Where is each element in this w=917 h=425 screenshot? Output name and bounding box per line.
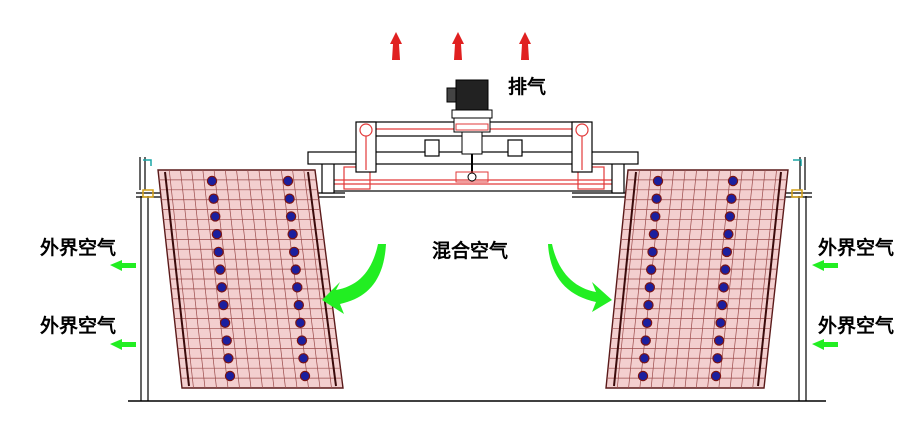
spray-nozzle-icon: [298, 353, 309, 364]
fill-grid-line: [639, 169, 663, 389]
fill-grid-line: [191, 169, 217, 389]
outside-air-label-right-upper: 外界空气: [818, 237, 895, 259]
spray-nozzle-icon: [727, 175, 739, 187]
spray-nozzle-icon: [208, 193, 219, 204]
fill-grid-line: [684, 169, 709, 389]
spray-nozzle-icon: [218, 299, 229, 311]
red-up-arrow-icon: [519, 32, 531, 60]
spray-nozzle-icon: [644, 282, 656, 293]
fill-grid-line: [707, 169, 732, 389]
spray-nozzle-icon: [288, 246, 300, 258]
spray-nozzle-icon: [287, 228, 298, 240]
green-curved-arrow-icon: [548, 244, 612, 312]
fill-grid-line: [269, 169, 298, 389]
mixed-air-label: 混合空气: [432, 240, 509, 262]
inflow-arrows: [110, 260, 838, 350]
green-left-arrow-icon: [110, 339, 136, 350]
spray-nozzle-icon: [224, 370, 236, 382]
fill-grid-line: [258, 169, 286, 389]
mixed-flow-arrows: [322, 244, 612, 314]
spray-nozzle-icon: [724, 211, 736, 222]
fill-grid-line: [616, 169, 640, 389]
spray-nozzle-icon: [641, 317, 653, 329]
outside-air-label-left-upper: 外界空气: [40, 237, 117, 259]
spray-nozzle-icon: [284, 193, 295, 204]
spray-nozzle-icon: [713, 335, 725, 346]
spray-nozzle-icon: [214, 264, 226, 275]
spray-nozzles: [206, 175, 739, 382]
fill-grid-line: [650, 169, 675, 389]
spray-nozzle-icon: [637, 370, 649, 382]
spray-nozzle-icon: [720, 264, 731, 275]
green-curved-arrow-icon: [322, 244, 386, 314]
spray-nozzle-icon: [710, 370, 722, 382]
exhaust-arrows: [390, 32, 531, 60]
spray-nozzle-icon: [290, 264, 301, 275]
spray-nozzle-icon: [221, 335, 232, 346]
spray-nozzle-icon: [292, 282, 303, 293]
red-up-arrow-icon: [390, 32, 402, 60]
fan-motor-icon: [446, 79, 493, 183]
spray-nozzle-icon: [216, 282, 228, 293]
spray-nozzle-icon: [648, 228, 660, 240]
fill-grid-line: [695, 169, 720, 389]
spray-nozzle-icon: [639, 353, 650, 364]
fill-grid-line: [292, 169, 321, 389]
spray-nozzle-icon: [652, 175, 664, 187]
exhaust-label: 排气: [508, 76, 547, 98]
spray-nozzle-icon: [643, 299, 654, 311]
fill-media-right: [605, 169, 789, 389]
fill-grid-line: [729, 169, 755, 389]
spray-nozzle-icon: [210, 211, 221, 222]
fill-grid-line: [662, 169, 686, 389]
spray-nozzle-icon: [650, 211, 661, 222]
spray-nozzle-icon: [640, 335, 651, 346]
fill-grid-line: [752, 169, 777, 389]
spray-nozzle-icon: [223, 353, 234, 364]
spray-nozzle-icon: [219, 317, 231, 329]
spray-nozzle-icon: [213, 246, 224, 258]
spray-nozzle-icon: [282, 175, 294, 187]
spray-nozzle-icon: [712, 353, 723, 364]
fill-media-left: [157, 169, 344, 389]
spray-nozzle-icon: [211, 228, 223, 240]
spray-nozzle-icon: [726, 193, 737, 204]
spray-nozzle-icon: [295, 317, 306, 329]
green-left-arrow-icon: [812, 260, 838, 271]
outside-air-label-right-lower: 外界空气: [818, 315, 895, 337]
fill-grid-line: [213, 169, 240, 389]
spray-nozzle-icon: [206, 175, 218, 187]
outside-air-label-left-lower: 外界空气: [40, 315, 117, 337]
fill-grid-line: [303, 169, 332, 389]
fill-grid-line: [673, 169, 697, 389]
fill-grid-line: [628, 169, 652, 389]
spray-nozzle-icon: [285, 211, 297, 222]
spray-nozzle-icon: [293, 299, 305, 311]
spray-nozzle-icon: [645, 264, 657, 275]
fill-grid-line: [718, 169, 743, 389]
fill-grid-line: [247, 169, 275, 389]
spray-nozzle-icon: [715, 317, 726, 329]
fill-grid-line: [281, 169, 309, 389]
spray-nozzle-icon: [716, 299, 728, 311]
fill-grid-line: [741, 169, 766, 389]
green-left-arrow-icon: [110, 260, 136, 271]
spray-nozzle-icon: [299, 370, 311, 382]
spray-nozzle-icon: [647, 246, 658, 258]
red-up-arrow-icon: [452, 32, 464, 60]
spray-nozzle-icon: [721, 246, 733, 258]
spray-nozzle-icon: [723, 228, 734, 240]
spray-nozzle-icon: [718, 282, 729, 293]
fill-grid-line: [168, 169, 194, 389]
green-left-arrow-icon: [812, 339, 838, 350]
spray-nozzle-icon: [296, 335, 308, 346]
spray-nozzle-icon: [651, 193, 662, 204]
fill-grid-line: [202, 169, 229, 389]
fill-grid-line: [180, 169, 206, 389]
fill-grid-line: [236, 169, 263, 389]
fill-grid-line: [224, 169, 252, 389]
